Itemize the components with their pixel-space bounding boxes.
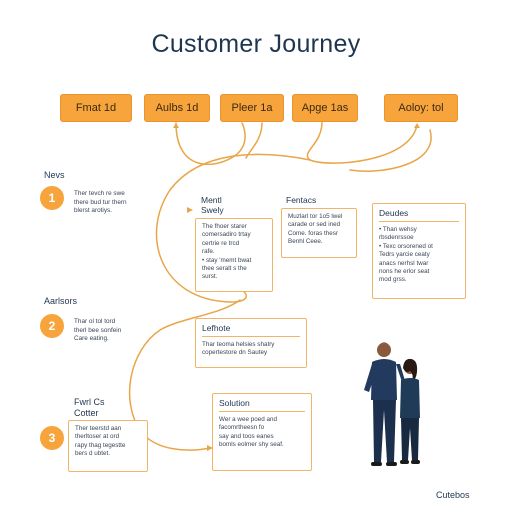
card-deudes-divider [379, 221, 459, 222]
connector-stage1-stage2 [175, 122, 246, 166]
connector-right-arc [349, 129, 432, 172]
card-fentacs-title: Fentacs [286, 195, 317, 205]
connector-lower-loop [128, 299, 241, 451]
arrow-stage5 [414, 123, 420, 128]
stage-box-1[interactable]: Fmat 1d [60, 94, 132, 122]
step-2-label: Aarlsors [44, 296, 78, 306]
card-mental-title: Mentl Swely [201, 195, 224, 215]
card-deudes: Deudes • Than wehsy rbsdenrssoe • Texc o… [372, 203, 466, 299]
connector-stage2-stage3 [245, 122, 263, 159]
card-lefhote-divider [202, 336, 300, 337]
step-2-number: 2 [40, 314, 64, 338]
arrow-mental [187, 207, 193, 213]
woman-figure [400, 358, 420, 464]
step-3-number: 3 [40, 426, 64, 450]
connector-main-loop [155, 153, 311, 303]
card-lefhote-text: Thar teoma helsies shatry copertestore d… [202, 341, 275, 357]
card-lefhote-title: Lefhote [202, 323, 231, 333]
arrowheads [173, 123, 420, 451]
arrow-solution [207, 445, 213, 451]
card-solution-text: Wer a wee poed and facomrtheesn fo say a… [219, 416, 284, 449]
page-title: Customer Journey [151, 30, 361, 58]
card-solution: Solution Wer a wee poed and facomrtheesn… [212, 393, 312, 471]
step-1-number: 1 [40, 186, 64, 210]
step-3-label: Fwrl Cs Cotter [74, 397, 105, 418]
card-solution-title: Solution [219, 398, 250, 408]
couple-illustration [364, 342, 420, 466]
card-deudes-text: • Than wehsy rbsdenrssoe • Texc orsorene… [379, 226, 433, 284]
card-step-3: Ther teerstd aan therltoser at ord rapy … [68, 420, 148, 472]
card-fentacs: Muzlarl tor 1o5 lwel carade or sed ined … [281, 208, 357, 258]
stage-box-2[interactable]: Aulbs 1d [144, 94, 210, 122]
step-2-text: Thar ol tol tord therl bee sonfein Care … [74, 318, 122, 343]
card-solution-divider [219, 411, 305, 412]
card-mental: The fhoer starer comersadiro trtay certr… [195, 218, 273, 292]
card-mental-text: The fhoer starer comersadiro trtay certr… [202, 223, 252, 281]
man-figure [364, 342, 406, 466]
connector-stage4-stage5 [306, 121, 418, 164]
stage-box-5[interactable]: Aoloy: tol [384, 94, 458, 122]
card-fentacs-text: Muzlarl tor 1o5 lwel carade or sed ined … [288, 213, 343, 246]
card-lefhote: Lefhote Thar teoma helsies shatry copert… [195, 318, 307, 368]
card-step-3-text: Ther teerstd aan therltoser at ord rapy … [75, 425, 126, 458]
step-1-text: Ther tevch re swe there bud tur thern bl… [74, 190, 127, 215]
arrow-stage1 [173, 123, 179, 128]
footer-label: Cutebos [436, 490, 470, 500]
step-1-label: Nevs [44, 170, 65, 180]
stage-box-3[interactable]: Pleer 1a [220, 94, 284, 122]
stage-box-4[interactable]: Apge 1as [292, 94, 358, 122]
card-deudes-title: Deudes [379, 208, 409, 218]
